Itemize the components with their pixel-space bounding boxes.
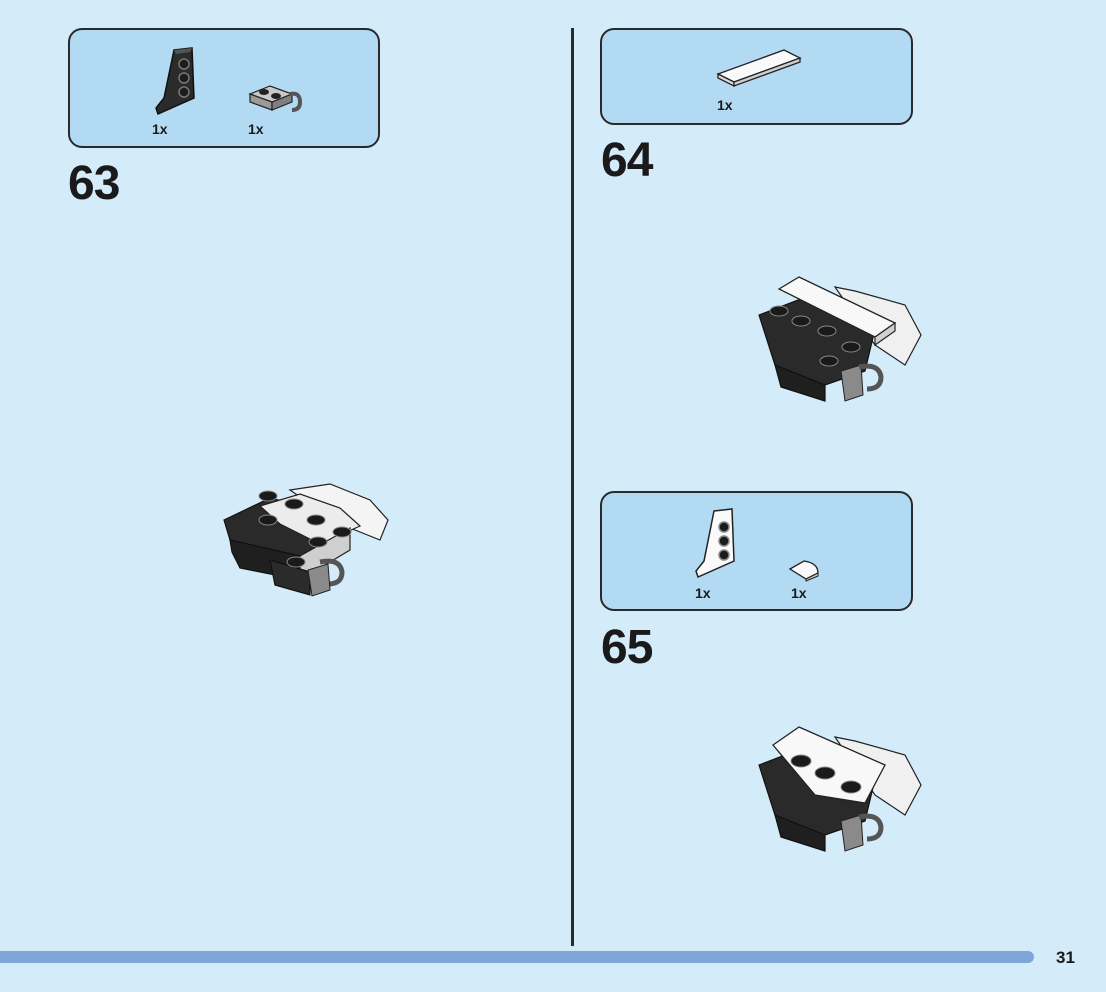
model-assembly-image [223, 483, 389, 597]
part-quantity: 1x [717, 97, 733, 113]
black-wedge-plate-icon [155, 47, 195, 116]
parts-callout-step-64: 1x [600, 28, 913, 125]
gray-clip-plate-icon [248, 85, 303, 112]
step-number: 63 [68, 157, 120, 210]
model-assembly-image [758, 276, 922, 402]
step-number: 65 [601, 621, 653, 674]
page-number: 31 [1056, 948, 1075, 967]
column-divider [571, 28, 574, 946]
white-wedge-plate-icon [695, 508, 735, 579]
footer-bar [0, 951, 1034, 963]
parts-callout-step-63: 1x 1x [68, 28, 380, 148]
white-quarter-tile-icon [788, 560, 819, 582]
part-quantity: 1x [248, 121, 264, 137]
part-quantity: 1x [695, 585, 711, 601]
step-number: 64 [601, 134, 653, 187]
white-tile-icon [716, 49, 802, 88]
part-quantity: 1x [152, 121, 168, 137]
model-assembly-image [758, 726, 922, 852]
parts-callout-step-65: 1x 1x [600, 491, 913, 611]
part-quantity: 1x [791, 585, 807, 601]
